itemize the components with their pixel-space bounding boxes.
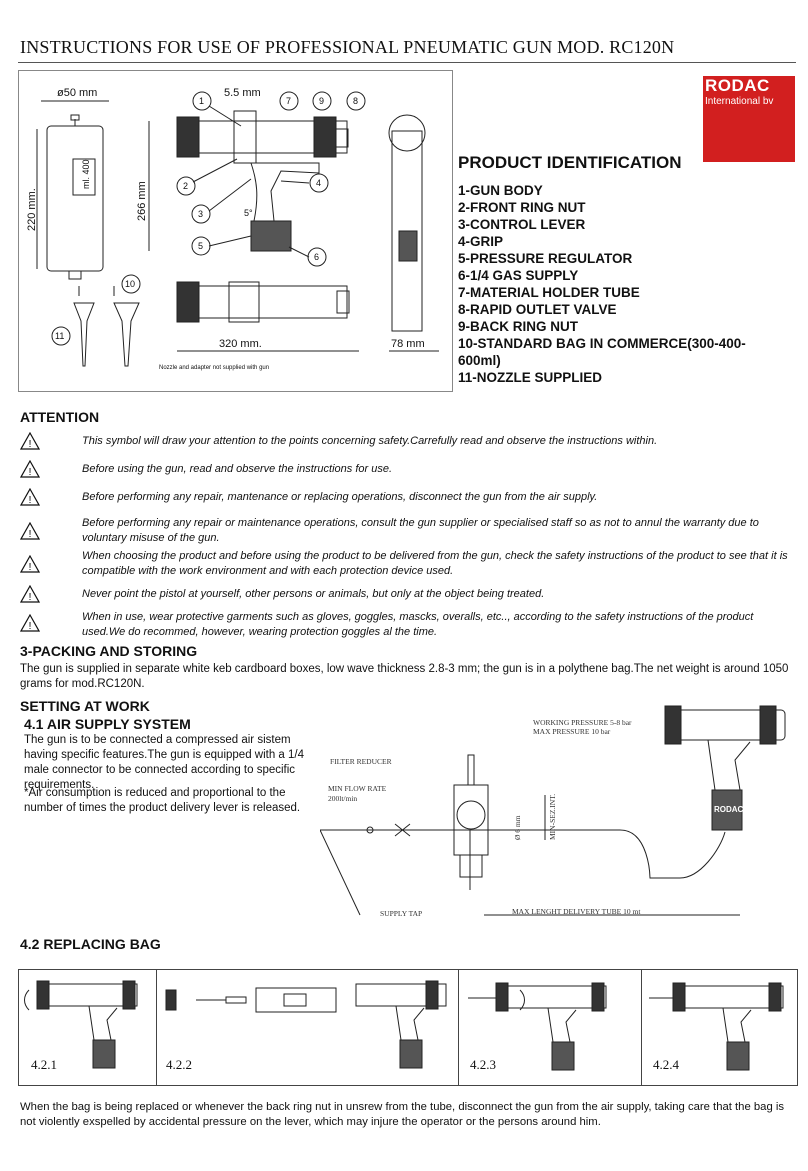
dim-320: 320 mm. [219,338,262,350]
step-label: 4.2.4 [653,1057,679,1072]
air-supply-title: 4.1 AIR SUPPLY SYSTEM [24,716,191,732]
step-label: 4.2.3 [470,1057,496,1072]
callout-5: 5 [198,241,203,251]
pi-item: 8-RAPID OUTLET VALVE [458,302,617,317]
air-supply-note: *Air consumption is reduced and proporti… [24,787,301,814]
gun-brand-label: RODAC [714,805,744,814]
svg-text:!: ! [29,621,32,632]
min-flow-label: MIN FLOW RATE [328,784,387,793]
packing-text: The gun is supplied in separate white ke… [20,663,789,690]
filter-reducer-label: FILTER REDUCER [330,757,392,766]
pi-item: 3-CONTROL LEVER [458,217,586,232]
callout-9: 9 [319,96,324,106]
warning-text: Before performing any repair or maintena… [82,517,759,544]
dim-78: 78 mm [391,338,425,350]
pi-item: 11-NOZZLE SUPPLIED [458,370,603,385]
step-illustration [649,982,784,1071]
step-cell: 4.2.3 [458,970,642,1085]
callout-8: 8 [353,96,358,106]
step-illustration [24,980,138,1069]
warning-text: Before performing any repair, mantenance… [82,491,598,503]
svg-text:!: ! [29,529,32,540]
air-supply-text: The gun is to be connected a compressed … [24,734,305,791]
working-pressure-label: WORKING PRESSURE 5-8 bar [533,718,632,727]
bag-label: ml. 400 [81,159,91,189]
dim-220: 220 mm. [26,188,38,231]
max-length-label: MAX LENGHT DELIVERY TUBE 10 mt [512,907,641,916]
step-illustration [165,980,447,1069]
pi-item: 4-GRIP [458,234,504,249]
warning-text: When choosing the product and before usi… [82,550,788,577]
product-identification-title: PRODUCT IDENTIFICATION [458,153,682,172]
replacing-steps-panel: 4.2.1 4.2.2 4.2.3 4.2.4 [18,969,798,1086]
warning-text: This symbol will draw your attention to … [82,435,658,447]
product-identification-list: 1-GUN BODY 2-FRONT RING NUT 3-CONTROL LE… [458,182,748,386]
setting-title: SETTING AT WORK [20,698,150,714]
svg-text:!: ! [29,439,32,450]
svg-text:!: ! [29,467,32,478]
warning-icon: ! [20,585,40,603]
step-cell: 4.2.4 [641,970,797,1085]
warning-text: Never point the pistol at yourself, othe… [82,588,545,600]
page-title: INSTRUCTIONS FOR USE OF PROFESSIONAL PNE… [20,37,675,57]
attention-title: ATTENTION [20,409,100,425]
pi-item: 5-PRESSURE REGULATOR [458,251,633,266]
warning-text: When in use, wear protective garments su… [82,611,754,638]
pi-item: 1-GUN BODY [458,183,543,198]
step-cell: 4.2.2 [156,970,459,1085]
packing-title: 3-PACKING AND STORING [20,643,198,659]
logo-sub: International bv [705,96,774,107]
callout-7: 7 [286,96,291,106]
warning-icon: ! [20,432,40,450]
pi-item: 6-1/4 GAS SUPPLY [458,268,579,283]
callout-6: 6 [314,252,319,262]
logo-brand: RODAC [705,76,770,95]
gun-drawing: 1 7 9 8 2 4 3 5 6 10 11 ø50 mm 5.5 mm 32… [26,87,439,371]
pi-item: 10-STANDARD BAG IN COMMERCE(300-400-600m… [458,336,746,368]
supply-tap-label: SUPPLY TAP [380,909,422,918]
callout-11: 11 [55,331,64,341]
callout-3: 3 [198,209,203,219]
warning-text: Before using the gun, read and observe t… [82,463,393,475]
svg-text:!: ! [29,592,32,603]
callout-1: 1 [199,96,204,106]
warning-icon: ! [20,522,40,540]
step-label: 4.2.2 [166,1057,192,1072]
warning-icon: ! [20,488,40,506]
dim-5-5: 5.5 mm [224,87,261,99]
step-illustration [468,982,607,1071]
rodac-logo: RODAC International bv [703,76,795,162]
svg-text:!: ! [29,562,32,573]
max-pressure-label: MAX PRESSURE 10 bar [533,727,611,736]
diagram-note: Nozzle and adapter not supplied with gun [159,365,269,371]
dim-266: 266 mm [136,181,148,221]
replacing-text: When the bag is being replaced or whenev… [20,1101,785,1128]
pi-item: 2-FRONT RING NUT [458,200,586,215]
dim-angle: 5° [244,208,253,218]
callout-10: 10 [125,279,135,289]
svg-text:!: ! [29,495,32,506]
min-section-label: MIN-SEZ.INT. [548,794,557,840]
callout-4: 4 [316,178,321,188]
technical-diagram: 1 7 9 8 2 4 3 5 6 10 11 ø50 mm 5.5 mm 32… [18,70,453,392]
title-divider [18,62,796,63]
warning-icon: ! [20,555,40,573]
dim-50: ø50 mm [57,87,97,99]
step-cell: 4.2.1 [19,970,157,1085]
pi-item: 9-BACK RING NUT [458,319,578,334]
replacing-title: 4.2 REPLACING BAG [20,936,161,952]
min-flow-value: 200lt/min [328,794,357,803]
warning-icon: ! [20,460,40,478]
warning-icon: ! [20,614,40,632]
tube-diameter-label: Ø 6 mm [513,815,522,840]
callout-2: 2 [183,181,188,191]
pi-item: 7-MATERIAL HOLDER TUBE [458,285,640,300]
step-label: 4.2.1 [31,1057,57,1072]
air-supply-diagram: WORKING PRESSURE 5-8 bar MAX PRESSURE 10… [320,705,786,918]
